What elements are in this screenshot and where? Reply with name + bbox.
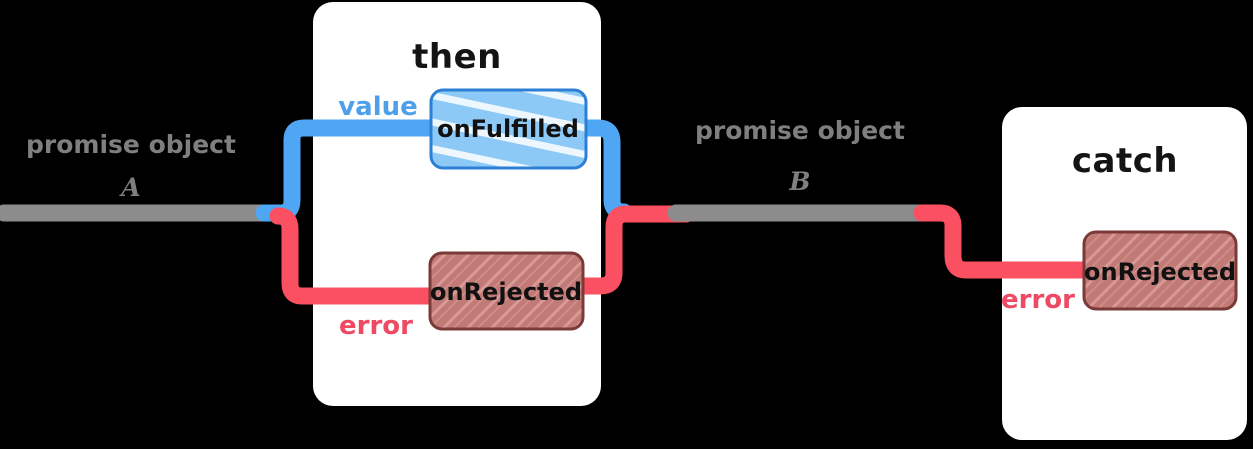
node-onrejected-then-box — [428, 251, 585, 331]
promise-b-title: promise object — [695, 116, 905, 145]
node-onrejected-then-label: onRejected — [430, 278, 582, 306]
edge-label-error-then: error — [339, 311, 413, 341]
edge-a-to-error — [269, 207, 342, 305]
promise-a-name: A — [119, 173, 140, 202]
promise-b-name: B — [788, 167, 810, 196]
node-onrejected-catch-label: onRejected — [1084, 258, 1236, 286]
panel-then[interactable]: then — [313, 2, 601, 406]
edge-onrejected-to-b — [567, 205, 695, 295]
node-onrejected-catch-box — [1082, 230, 1238, 311]
promise-b-label: promise object B — [695, 116, 905, 196]
node-onrejected-catch[interactable]: onRejected — [1082, 230, 1238, 311]
promise-a-title: promise object — [26, 130, 236, 159]
node-onfulfilled-label: onFulfilled — [437, 115, 579, 143]
panel-catch-title: catch — [1072, 141, 1178, 181]
node-onfulfilled-box — [429, 88, 588, 170]
node-onfulfilled[interactable]: onFulfilled — [429, 88, 588, 170]
node-onrejected-then[interactable]: onRejected — [428, 251, 585, 331]
panel-then-title: then — [412, 37, 502, 77]
edge-b-to-catch — [913, 204, 1099, 279]
edge-label-value: value — [338, 92, 418, 122]
promise-a-label: promise object A — [26, 130, 236, 202]
edge-label-error-catch: error — [1001, 285, 1075, 315]
